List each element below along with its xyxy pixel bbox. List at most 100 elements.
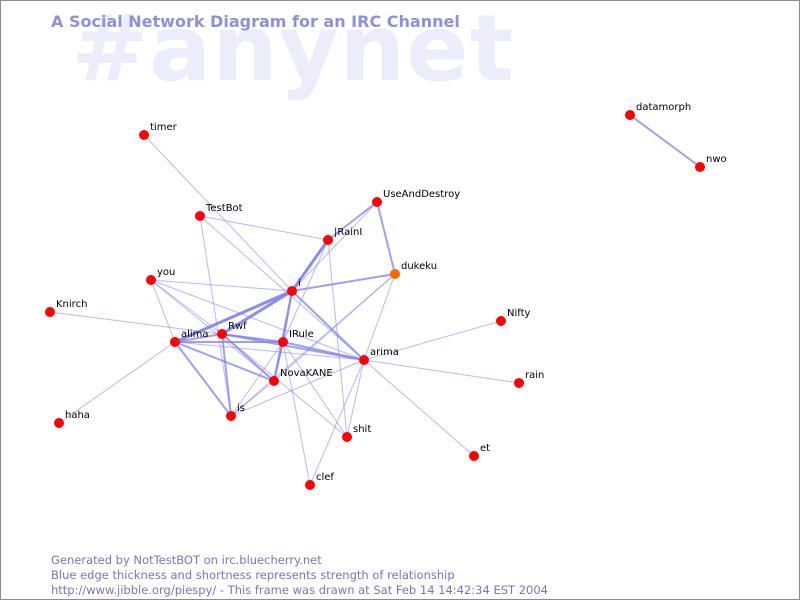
edge-UseAndDestroy-IRainI: [327, 201, 378, 241]
node-Rwf[interactable]: Rwf: [217, 321, 247, 339]
node-dot[interactable]: [170, 337, 180, 347]
edge-UseAndDestroy-dukeku: [376, 201, 396, 275]
node-label: Knirch: [56, 299, 87, 310]
node-UseAndDestroy[interactable]: UseAndDestroy: [372, 189, 460, 207]
node-dot[interactable]: [359, 355, 369, 365]
edge-IRule-clef: [282, 341, 311, 486]
edge-IRule-shit: [282, 341, 348, 438]
edge-IRainI-shit: [327, 239, 348, 438]
edge-you-alima: [150, 279, 176, 343]
edge-you-NovaKANE: [150, 279, 275, 382]
node-dot[interactable]: [695, 162, 705, 172]
node-dot[interactable]: [390, 269, 400, 279]
node-Nifty[interactable]: Nifty: [496, 308, 531, 326]
node-et[interactable]: et: [469, 443, 490, 461]
edge-arima-clef: [309, 359, 365, 486]
channel-watermark: #anynet: [71, 0, 515, 102]
node-label: arima: [370, 347, 399, 358]
edge-arima-Nifty: [363, 320, 502, 361]
node-haha[interactable]: haha: [54, 410, 90, 428]
edges-layer: [49, 114, 701, 486]
node-clef[interactable]: clef: [305, 472, 334, 490]
node-rain[interactable]: rain: [514, 370, 544, 388]
node-label: you: [157, 267, 175, 278]
node-dukeku[interactable]: dukeku: [390, 261, 437, 279]
edge-alima-Rwf: [174, 333, 223, 343]
edge-alima-is: [174, 341, 232, 417]
node-dot[interactable]: [217, 329, 227, 339]
edge-you-arima: [150, 279, 365, 361]
node-label: is: [237, 403, 245, 414]
node-dot[interactable]: [287, 286, 297, 296]
node-dot[interactable]: [625, 110, 635, 120]
node-label: Nifty: [507, 308, 531, 319]
node-datamorph[interactable]: datamorph: [625, 102, 691, 120]
node-dot[interactable]: [278, 337, 288, 347]
edge-TestBot-arima: [199, 215, 365, 361]
node-nwo[interactable]: nwo: [695, 154, 727, 172]
node-dot[interactable]: [305, 480, 315, 490]
edge-alima-haha: [58, 341, 176, 424]
footer-generated-by: Generated by NotTestBOT on irc.bluecherr…: [51, 553, 322, 567]
node-timer[interactable]: timer: [139, 122, 178, 140]
edge-arima-shit: [346, 359, 365, 438]
edge-Rwf-shit: [221, 333, 348, 438]
node-dot[interactable]: [342, 432, 352, 442]
edge-arima-et: [363, 359, 475, 457]
edge-UseAndDestroy-i: [291, 201, 378, 292]
edge-i-Rwf: [221, 289, 293, 336]
edge-IRule-arima: [282, 341, 365, 361]
edge-dukeku-arima: [363, 273, 396, 361]
edge-dukeku-is: [230, 273, 396, 417]
node-TestBot[interactable]: TestBot: [195, 203, 243, 221]
node-label: haha: [65, 410, 90, 421]
node-label: Rwf: [228, 321, 247, 332]
node-dot[interactable]: [323, 235, 333, 245]
node-dot[interactable]: [54, 418, 64, 428]
node-arima[interactable]: arima: [359, 347, 399, 365]
edge-Rwf-is: [221, 333, 232, 417]
edge-TestBot-is: [199, 215, 232, 417]
node-dot[interactable]: [195, 211, 205, 221]
edge-IRainI-IRule: [282, 239, 329, 343]
node-IRainI[interactable]: |RainI: [323, 227, 362, 245]
node-label: shit: [353, 424, 371, 435]
edge-NovaKANE-is: [230, 380, 275, 417]
footer-legend-note: Blue edge thickness and shortness repres…: [51, 568, 455, 582]
footer-link-timestamp[interactable]: http://www.jibble.org/piespy/ - This fra…: [51, 583, 548, 597]
footer: Generated by NotTestBOT on irc.bluecherr…: [51, 553, 548, 598]
edge-i-you: [150, 279, 293, 292]
node-NovaKANE[interactable]: NovaKANE: [269, 368, 333, 386]
edge-arima-is: [230, 359, 365, 417]
node-IRule[interactable]: IRule: [278, 329, 314, 347]
node-i[interactable]: i: [287, 278, 301, 296]
node-dot[interactable]: [514, 378, 524, 388]
node-label: datamorph: [636, 102, 691, 113]
edge-alima-arima: [174, 341, 365, 361]
node-dot[interactable]: [146, 275, 156, 285]
node-dot[interactable]: [45, 307, 55, 317]
edge-you-Rwf: [150, 279, 223, 335]
node-is[interactable]: is: [226, 403, 245, 421]
node-label: IRule: [289, 329, 314, 340]
node-alima[interactable]: alima: [170, 329, 209, 347]
edge-IRule-NovaKANE: [273, 341, 284, 382]
node-dot[interactable]: [139, 130, 149, 140]
node-label: nwo: [706, 154, 727, 165]
node-dot[interactable]: [226, 411, 236, 421]
node-dot[interactable]: [269, 376, 279, 386]
edge-IRule-is: [230, 341, 284, 417]
edge-TestBot-IRainI: [199, 215, 329, 241]
node-dot[interactable]: [496, 316, 506, 326]
node-dot[interactable]: [469, 451, 479, 461]
node-shit[interactable]: shit: [342, 424, 371, 442]
node-Knirch[interactable]: Knirch: [45, 299, 87, 317]
edge-Rwf-NovaKANE: [221, 333, 275, 382]
node-dot[interactable]: [372, 197, 382, 207]
edge-IRainI-i: [290, 239, 330, 292]
edge-i-arima: [291, 290, 365, 361]
node-label: NovaKANE: [280, 368, 333, 379]
node-you[interactable]: you: [146, 267, 175, 285]
